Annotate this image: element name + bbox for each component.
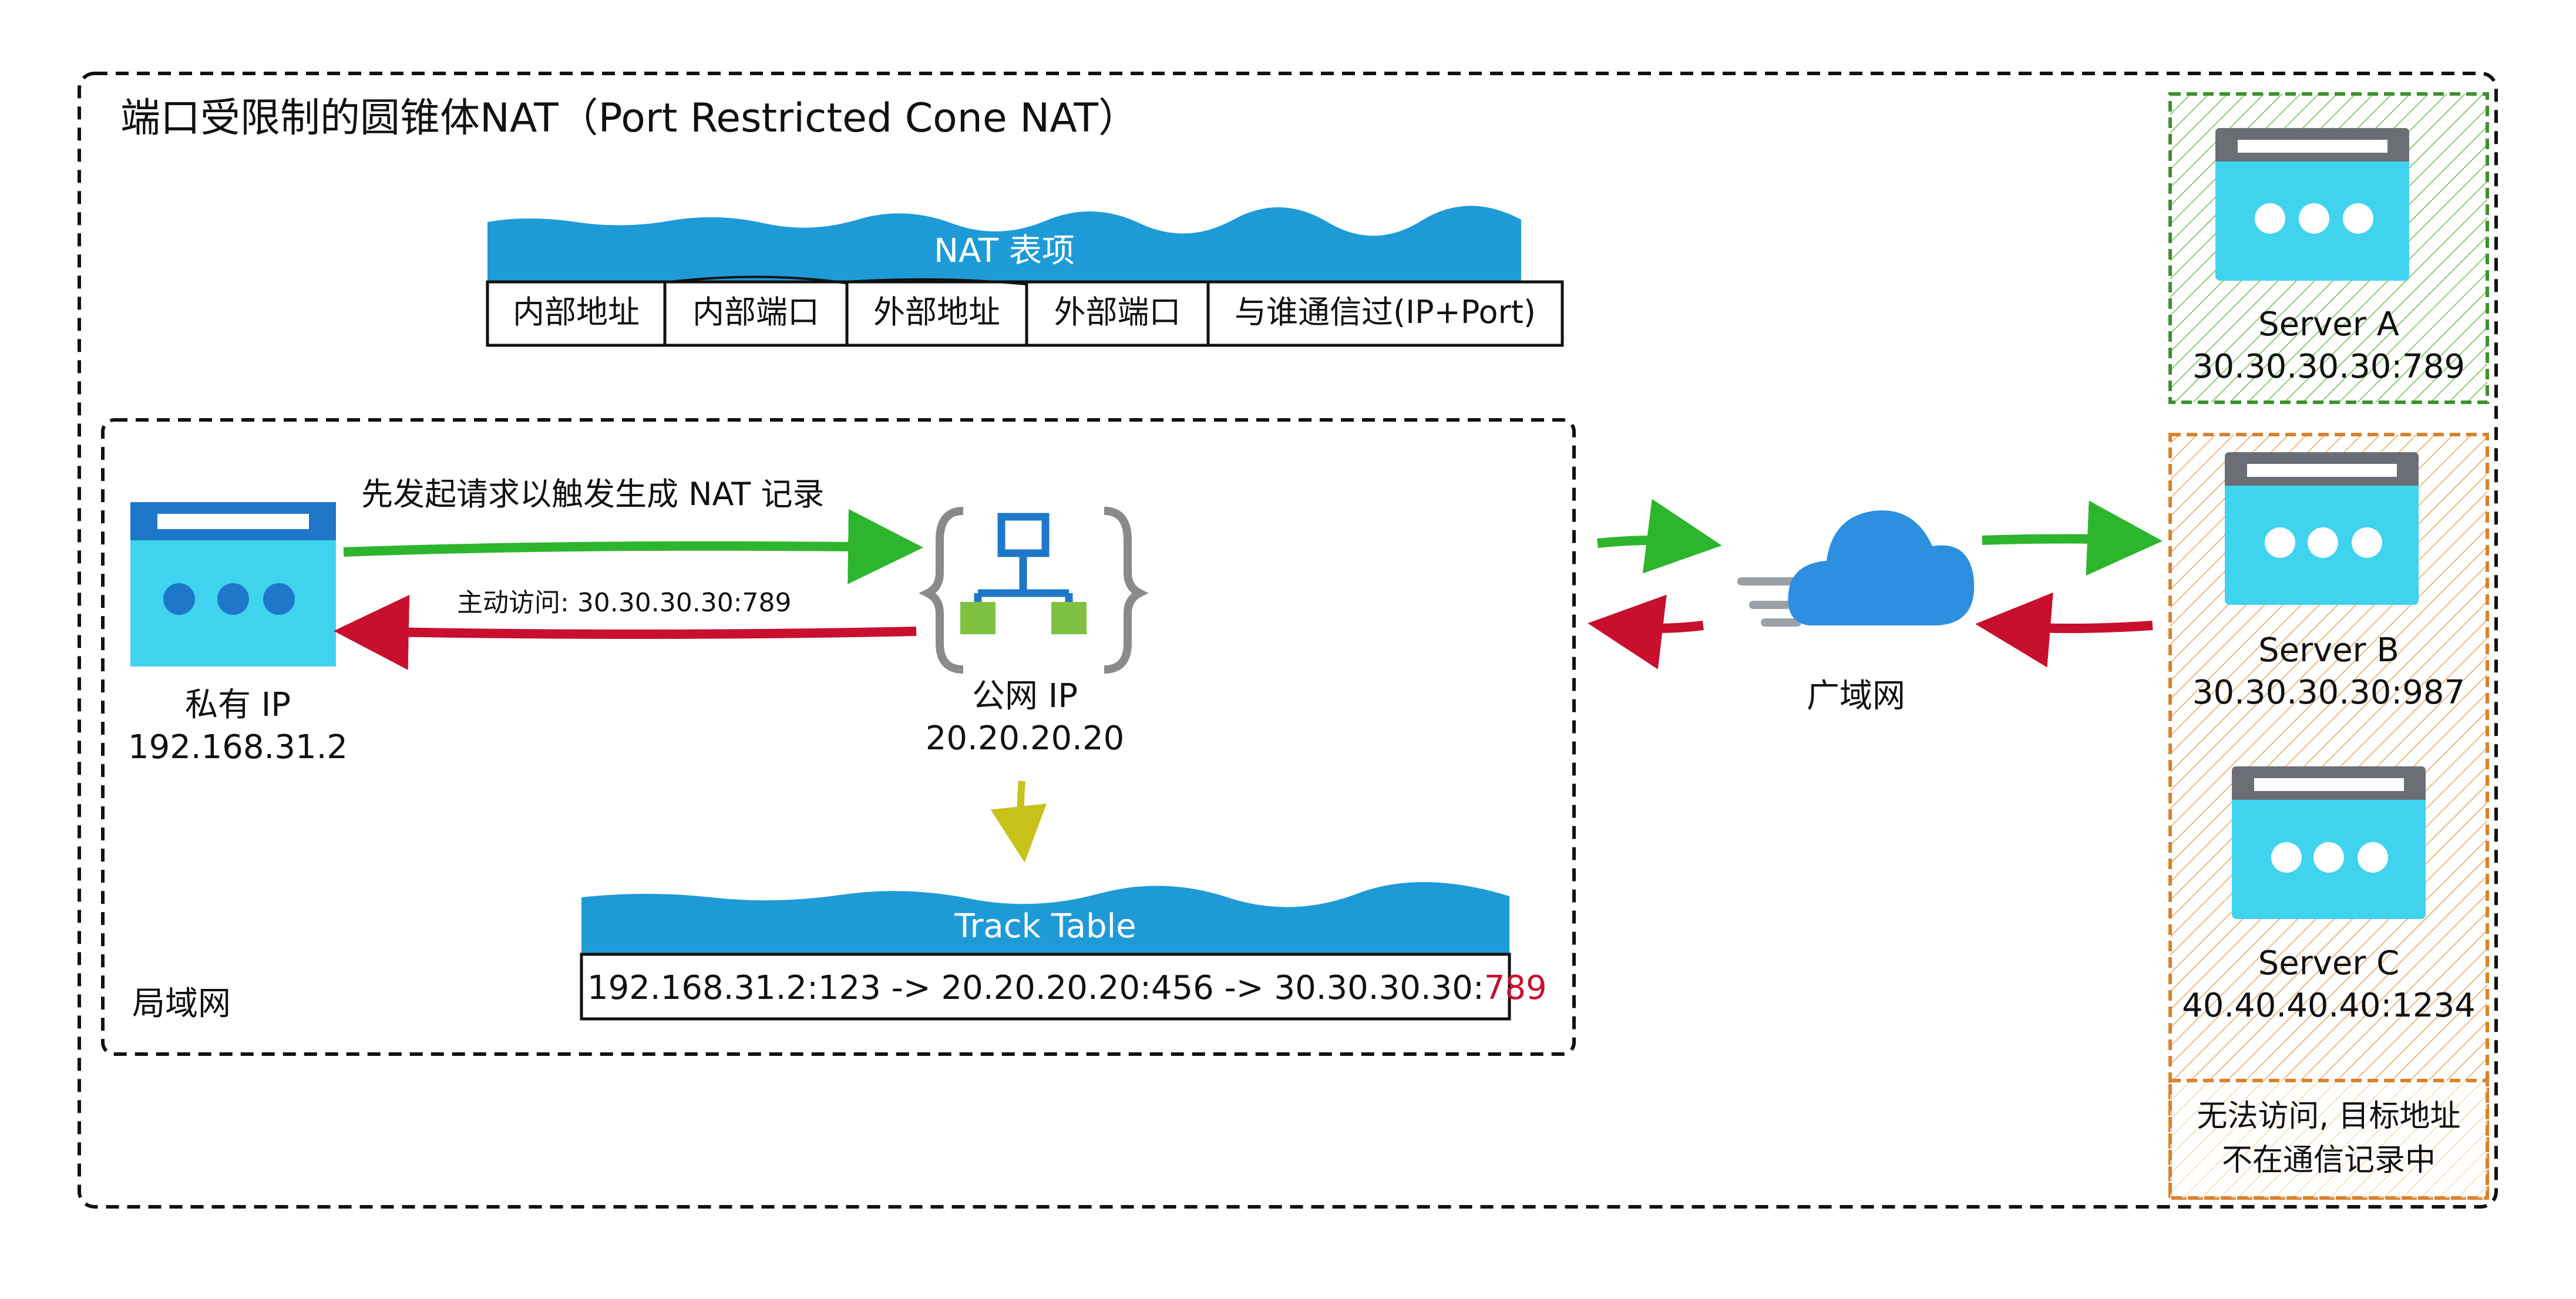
nat-table [486,206,1564,347]
blocked-note-line1: 无法访问, 目标地址 [2197,1099,2461,1134]
server-b-icon [2225,452,2419,605]
lan-request-arrow [343,509,923,584]
nat-column-peer: 与谁通信过(IP+Port) [1235,294,1536,331]
nat-table-header-bar [487,206,1521,282]
server-in-arrow [1982,500,2163,576]
track-table [580,881,1511,1021]
gateway-icon [919,507,1149,674]
nat-column-external-addr: 外部地址 [873,294,1000,331]
gateway-name: 公网 IP [971,677,1078,715]
blocked-note-line2: 不在通信记录中 [2221,1143,2436,1178]
private-host-ip: 192.168.31.2 [127,728,348,766]
lan-response-label: 主动访问: 30.30.30.30:789 [457,588,792,618]
track-row-port: 789 [1484,969,1547,1007]
lan-frame [101,418,1576,1056]
nat-column-external-port: 外部端口 [1054,294,1181,331]
wan-out-arrow [1588,594,1704,669]
nat-table-header: NAT 表项 [934,232,1075,270]
outer-frame [78,72,2498,1209]
server-c-icon [2232,766,2426,919]
wan-in-arrow [1597,499,1722,574]
server-a-addr: 30.30.30.30:789 [2192,348,2466,386]
track-row-prefix: 192.168.31.2:123 -> 20.20.20.20:456 -> 3… [587,969,1484,1007]
nat-column-internal-addr: 内部地址 [513,294,640,331]
cloud-icon [1737,510,1975,627]
gateway-ip: 20.20.20.20 [925,719,1125,758]
nat-column-internal-port: 内部端口 [692,294,819,331]
server-c-addr: 40.40.40.40:1234 [2182,987,2476,1025]
track-table-header: Track Table [954,907,1136,945]
blocked-note-box [2168,1079,2489,1200]
server-out-arrow [1975,592,2153,668]
server-a-name: Server A [2258,305,2399,344]
server-b-addr: 30.30.30.30:987 [2192,674,2466,712]
private-host-icon [130,502,336,667]
track-arrow [990,780,1047,863]
diagram-title: 端口受限制的圆锥体NAT（Port Restricted Cone NAT） [120,95,1138,142]
wan-label: 广域网 [1807,677,1905,715]
server-a-icon [2215,128,2409,281]
server-c-name: Server C [2258,944,2400,982]
lan-response-arrow [334,594,917,670]
private-host-name: 私有 IP [184,686,291,724]
server-b-name: Server B [2258,631,2399,669]
lan-label: 局域网 [132,985,231,1023]
lan-request-label: 先发起请求以触发生成 NAT 记录 [361,476,825,513]
track-table-row: 192.168.31.2:123 -> 20.20.20.20:456 -> 3… [587,969,1547,1007]
